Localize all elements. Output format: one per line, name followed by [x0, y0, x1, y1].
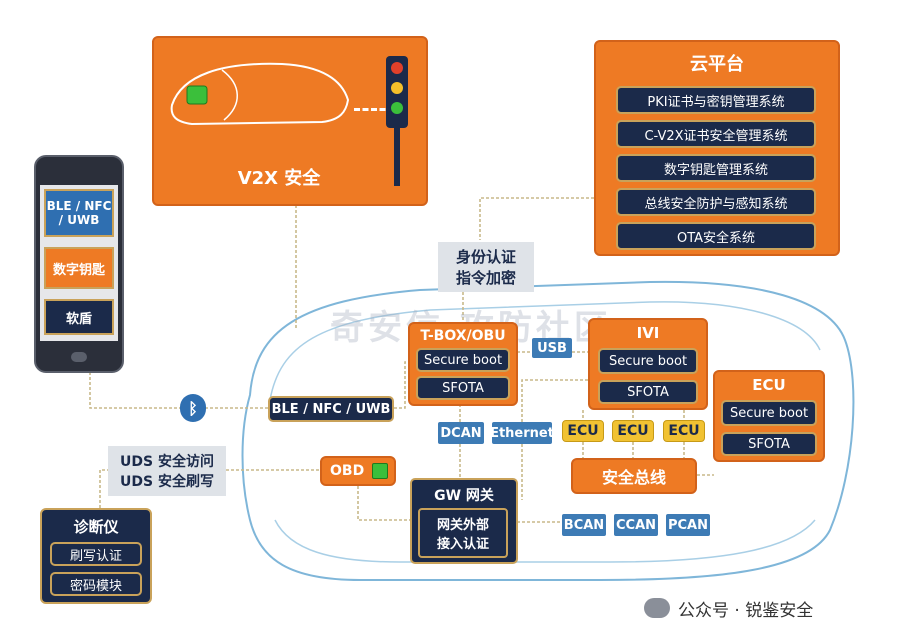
car-outline-inner	[269, 301, 821, 401]
v2x-label: V2X 安全	[237, 168, 321, 189]
ecu-panel: ECU Secure boot SFOTA	[713, 370, 825, 462]
ivi-sfota: SFOTA	[598, 380, 698, 404]
security-bus: 安全总线	[571, 458, 697, 494]
cloud-item-cv2x: C-V2X证书安全管理系统	[616, 120, 816, 148]
diag-panel: 诊断仪 刷写认证 密码模块	[40, 508, 152, 604]
uds-line2: UDS 安全刷写	[120, 474, 214, 490]
cloud-item-pki: PKI证书与密钥管理系统	[616, 86, 816, 114]
ivi-panel: IVI Secure boot SFOTA	[588, 318, 708, 410]
obd-box: OBD	[320, 456, 396, 486]
diag-flash-auth: 刷写认证	[50, 542, 142, 566]
v2x-panel: V2X 安全	[152, 36, 428, 206]
diag-title: 诊断仪	[73, 518, 119, 536]
gw-line1: 网关外部	[436, 518, 489, 533]
tbox-secure-boot: Secure boot	[416, 348, 510, 372]
footer-text: 公众号 · 锐鉴安全	[678, 600, 814, 621]
traffic-light-pole	[394, 128, 400, 186]
diag-crypto-module: 密码模块	[50, 572, 142, 596]
ecu-chip-3: ECU	[663, 420, 705, 442]
usb-tag: USB	[532, 338, 572, 358]
phone-home-button	[71, 352, 87, 362]
phone-item-soft-shield: 软盾	[44, 299, 114, 335]
signal-dashes	[354, 108, 394, 111]
gw-auth-box: 网关外部 接入认证	[418, 508, 508, 558]
obd-label: OBD	[330, 463, 365, 479]
ccan-tag: CCAN	[614, 514, 658, 536]
auth-line2: 指令加密	[455, 269, 516, 287]
car-outline	[241, 280, 855, 581]
ecu-chip-1: ECU	[562, 420, 604, 442]
obd-port-icon	[372, 463, 389, 479]
cloud-item-ota: OTA安全系统	[616, 222, 816, 250]
auth-box: 身份认证 指令加密	[438, 242, 534, 292]
ecu-sfota: SFOTA	[721, 432, 817, 456]
bluetooth-icon: ᛒ	[180, 394, 206, 422]
auth-line1: 身份认证	[455, 248, 516, 266]
cloud-title: 云平台	[690, 54, 744, 75]
cloud-item-digital-key: 数字钥匙管理系统	[616, 154, 816, 182]
ivi-title: IVI	[636, 324, 660, 342]
ecu-chip-2: ECU	[612, 420, 654, 442]
uds-box: UDS 安全访问 UDS 安全刷写	[108, 446, 226, 496]
car-icon	[170, 62, 350, 126]
car-outline-inner2	[274, 519, 816, 563]
gw-line2: 接入认证	[436, 537, 489, 552]
gw-panel: GW 网关 网关外部 接入认证	[410, 478, 518, 564]
tbox-panel: T-BOX/OBU Secure boot SFOTA	[408, 322, 518, 406]
dcan-tag: DCAN	[438, 422, 484, 444]
phone: BLE / NFC / UWB 数字钥匙 软盾	[34, 155, 124, 373]
ble-link-box: BLE / NFC / UWB	[268, 396, 394, 422]
bcan-tag: BCAN	[562, 514, 606, 536]
ecu-title: ECU	[752, 376, 786, 394]
ecu-secure-boot: Secure boot	[721, 400, 817, 426]
cloud-item-bus-security: 总线安全防护与感知系统	[616, 188, 816, 216]
footer: 公众号 · 锐鉴安全	[644, 594, 894, 622]
ethernet-tag: Ethernet	[490, 422, 554, 444]
tbox-title: T-BOX/OBU	[420, 328, 506, 344]
ivi-secure-boot: Secure boot	[598, 348, 698, 374]
cloud-panel: 云平台 PKI证书与密钥管理系统 C-V2X证书安全管理系统 数字钥匙管理系统 …	[594, 40, 840, 256]
uds-line1: UDS 安全访问	[120, 454, 214, 470]
pcan-tag: PCAN	[666, 514, 710, 536]
phone-item-digital-key: 数字钥匙	[44, 247, 114, 289]
tbox-sfota: SFOTA	[416, 376, 510, 400]
phone-item-ble: BLE / NFC / UWB	[44, 189, 114, 237]
traffic-light-icon	[386, 56, 408, 128]
gw-title: GW 网关	[434, 488, 494, 504]
wechat-icon	[644, 598, 670, 618]
